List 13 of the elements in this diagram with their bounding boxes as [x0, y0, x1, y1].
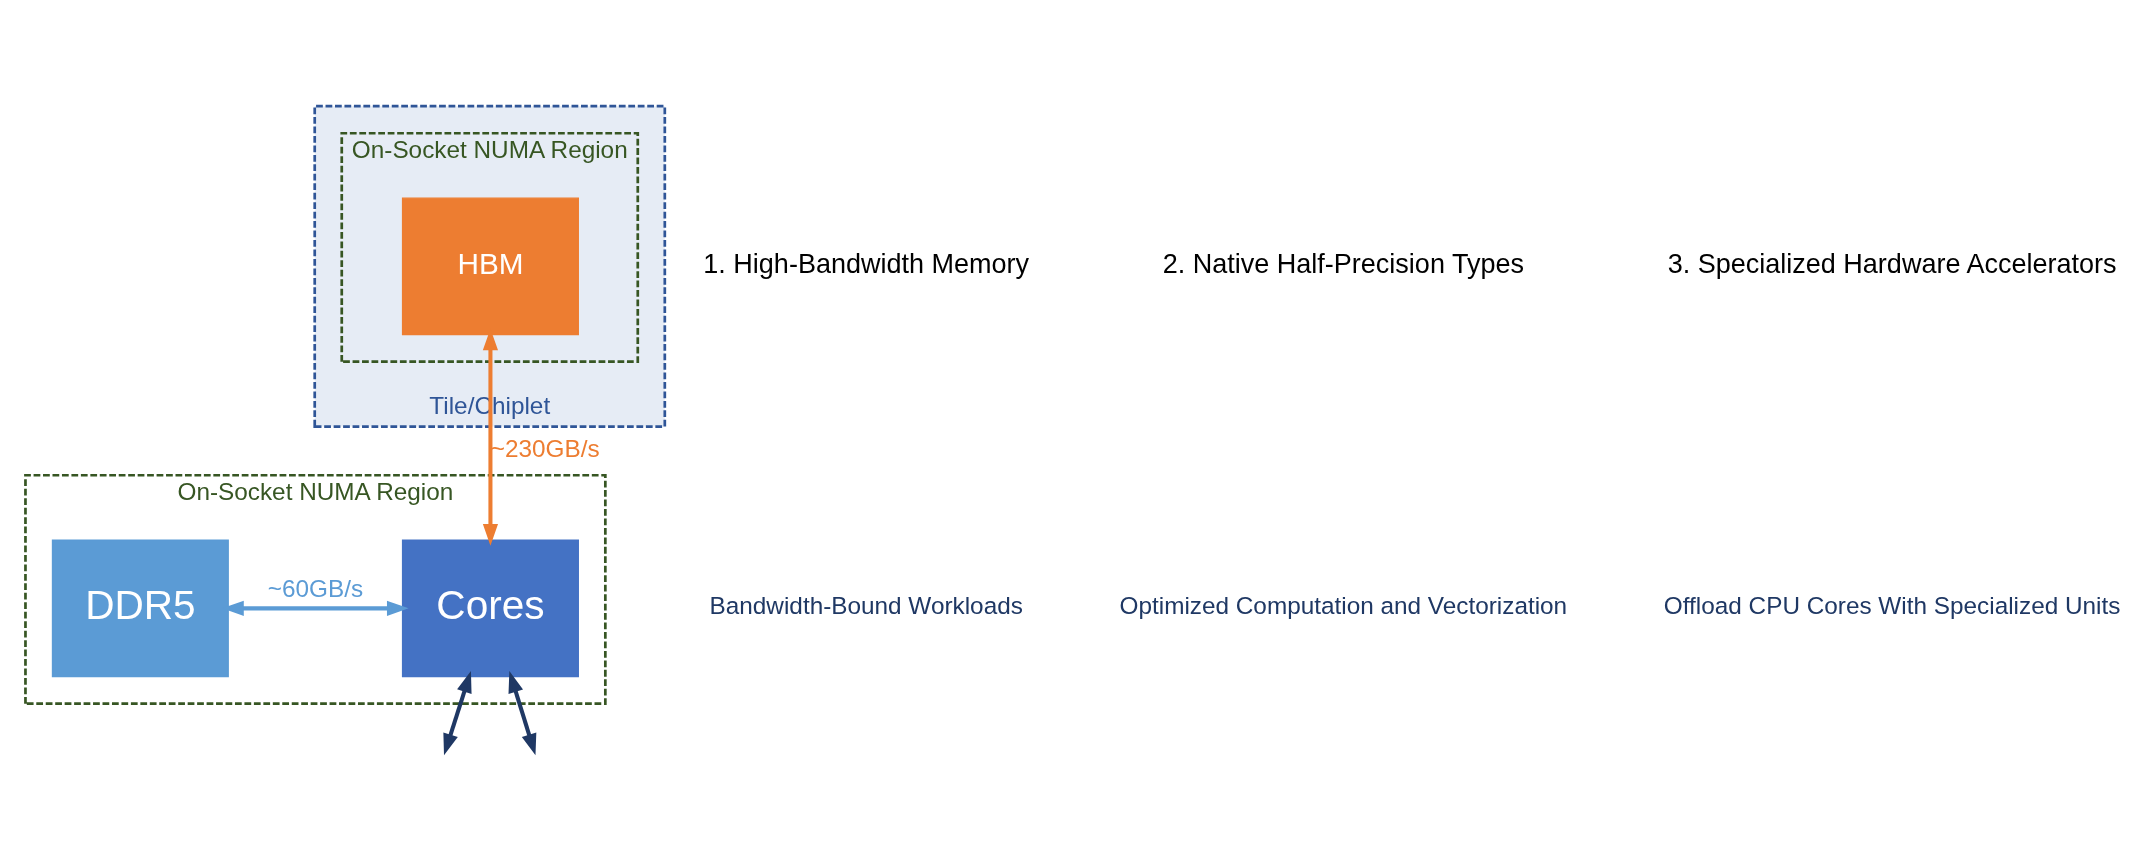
- label: 1. High-Bandwidth Memory: [703, 248, 1030, 279]
- node-box: HBM: [401, 196, 579, 335]
- label: 2. Native Half-Precision Types: [1162, 248, 1525, 279]
- label: 3. Specialized Hardware Accelerators: [1667, 248, 2117, 279]
- node-box: DDR5: [51, 538, 229, 677]
- label: Offload CPU Cores With Specialized Units: [1663, 591, 2121, 619]
- arrow: [443, 670, 472, 755]
- label: Optimized Computation and Vectorization: [1119, 591, 1568, 619]
- node-box: Cores: [401, 538, 579, 677]
- arrow: [508, 670, 537, 755]
- edge-label: ~230GB/s: [490, 434, 600, 462]
- label: Bandwidth-Bound Workloads: [709, 591, 1023, 619]
- edge-label: ~60GB/s: [267, 574, 364, 602]
